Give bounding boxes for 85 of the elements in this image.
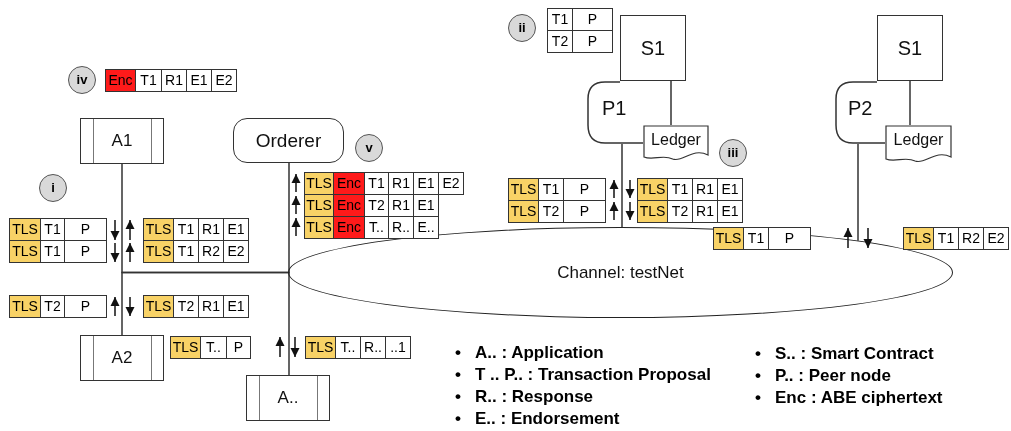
message-cell: E2 — [211, 69, 237, 92]
message-cell: P — [64, 240, 107, 263]
message-cell: T1 — [547, 8, 573, 31]
message-cell: P — [563, 200, 606, 223]
bullet: • — [455, 343, 461, 363]
message-cell: T2 — [40, 295, 65, 318]
legend-item: R.. : Response — [475, 387, 594, 407]
message-cell: R.. — [360, 336, 386, 359]
bullet: • — [755, 344, 761, 364]
message-cell: TLS — [9, 295, 41, 318]
message-cell: P — [563, 178, 606, 201]
message-cell: E1 — [717, 200, 743, 223]
legend-item: S.. : Smart Contract — [775, 344, 934, 364]
legend-item: P.. : Peer node — [775, 366, 891, 386]
message-cell: E1 — [717, 178, 743, 201]
application-box: A2 — [80, 335, 164, 381]
message-cell: TLS — [143, 240, 174, 263]
smart-contract-box: S1 — [620, 15, 686, 81]
message-cell: TLS — [304, 216, 334, 239]
bullet: • — [455, 409, 461, 429]
message-cell: TLS — [143, 295, 174, 318]
legend-item: A.. : Application — [475, 343, 604, 363]
callout-number: iv — [68, 66, 96, 94]
message-cell: T1 — [743, 227, 769, 250]
message-cell: T2 — [547, 30, 573, 53]
message-cell: E2 — [438, 172, 464, 195]
message-cell: T1 — [135, 69, 162, 92]
legend-item: Enc : ABE ciphertext — [775, 388, 943, 408]
message-cell: ..1 — [385, 336, 411, 359]
connector-line — [121, 271, 289, 336]
application-box: A1 — [80, 118, 164, 164]
message-cell: P — [768, 227, 811, 250]
application-box: A.. — [246, 375, 330, 421]
message-cell: TLS — [304, 172, 334, 195]
message-cell: TLS — [9, 218, 41, 241]
message-cell: R1 — [161, 69, 187, 92]
message-cell: E1 — [223, 295, 249, 318]
message-cell: T2 — [173, 295, 199, 318]
peer-node: P1 — [587, 81, 643, 144]
connector-line — [670, 80, 672, 126]
message-cell: E.. — [413, 216, 439, 239]
message-cell: Enc — [333, 172, 365, 195]
message-cell: E1 — [223, 218, 249, 241]
message-cell: TLS — [170, 336, 201, 359]
orderer-node: Orderer — [233, 118, 344, 163]
message-cell: TLS — [903, 227, 934, 250]
callout-number: i — [39, 174, 67, 202]
message-cell: P — [64, 295, 107, 318]
message-cell: T.. — [335, 336, 361, 359]
legend-item: T .. P.. : Transaction Proposal — [475, 365, 711, 385]
message-cell: P — [226, 336, 251, 359]
message-cell: E2 — [983, 227, 1009, 250]
message-cell: Enc — [105, 69, 136, 92]
callout-number: ii — [508, 14, 536, 42]
message-cell: Enc — [333, 194, 365, 217]
bullet: • — [755, 388, 761, 408]
message-cell: Enc — [333, 216, 365, 239]
message-cell: E2 — [223, 240, 249, 263]
message-cell: TLS — [304, 194, 334, 217]
message-cell: E1 — [186, 69, 212, 92]
connector-line — [857, 143, 859, 242]
ledger-document: Ledger — [885, 125, 952, 165]
message-cell: P — [572, 30, 613, 53]
message-cell: TLS — [713, 227, 744, 250]
message-cell: TLS — [9, 240, 41, 263]
connector-line — [621, 143, 623, 228]
message-cell: T.. — [200, 336, 227, 359]
message-cell: TLS — [508, 200, 539, 223]
message-cell: T1 — [933, 227, 959, 250]
message-cell: TLS — [305, 336, 336, 359]
legend-item: E.. : Endorsement — [475, 409, 620, 429]
callout-number: v — [355, 134, 383, 162]
message-cell: P — [64, 218, 107, 241]
message-cell: P — [572, 8, 613, 31]
callout-number: iii — [719, 139, 747, 167]
smart-contract-box: S1 — [877, 15, 943, 81]
message-cell: R1 — [198, 295, 224, 318]
bullet: • — [455, 365, 461, 385]
message-cell: TLS — [637, 200, 668, 223]
bullet: • — [455, 387, 461, 407]
bullet: • — [755, 366, 761, 386]
connector-line — [909, 80, 911, 126]
message-cell: R2 — [958, 227, 984, 250]
ledger-document: Ledger — [643, 125, 709, 163]
peer-node: P2 — [835, 81, 885, 144]
